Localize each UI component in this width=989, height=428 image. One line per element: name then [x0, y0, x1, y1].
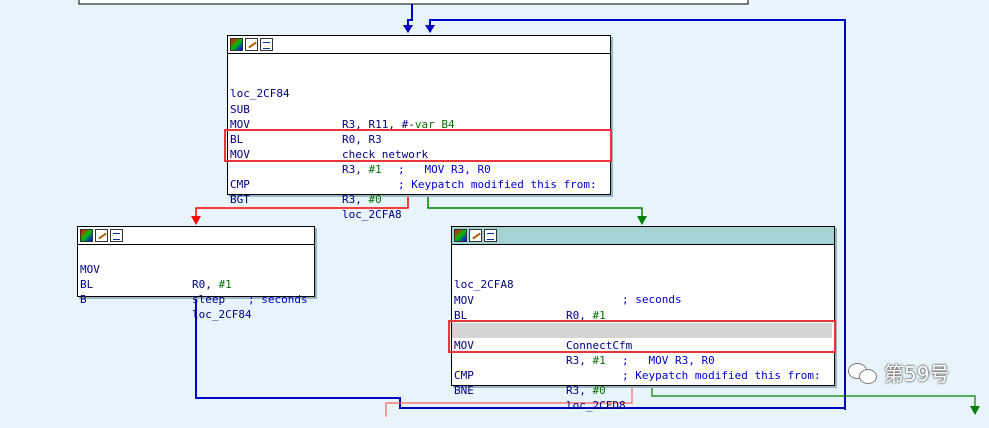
mnemonic: MOV: [454, 339, 474, 352]
edge-false-arrow: [191, 216, 201, 225]
mnemonic: BL: [454, 309, 468, 322]
node-collapse-icon[interactable]: [260, 38, 273, 51]
mnemonic: B: [80, 293, 87, 306]
asm-line[interactable]: BL sleep: [452, 293, 832, 337]
watermark: 第59号: [848, 358, 949, 387]
asm-line[interactable]: MOV R0, R3: [228, 102, 608, 146]
code-block-loc-2cf84[interactable]: loc_2CF84 SUB R3, R11, #-var_B4 MOV R0, …: [224, 35, 612, 221]
function-ref[interactable]: sleep: [192, 293, 226, 306]
asm-line[interactable]: MOV R0, #1 ; seconds: [78, 247, 312, 306]
mnemonic: SUB: [230, 103, 250, 116]
asm-line-patched[interactable]: MOV R3, #1 ; Keypatch modified this from…: [452, 323, 832, 382]
edge-right-true-arrow: [970, 406, 980, 415]
wechat-logo-icon: [848, 361, 878, 385]
asm-line[interactable]: SUB R3, R11, #-var_B4: [228, 87, 608, 131]
current-line-highlight: [452, 323, 832, 338]
upper-block-stub: [78, 0, 749, 5]
branch-target[interactable]: loc_2CFD8: [566, 399, 626, 412]
edge-entry-arrow: [403, 25, 413, 33]
code-block-loc-2cfa8[interactable]: loc_2CFA8 ; seconds MOV R0, #1 BL sleep …: [448, 226, 836, 412]
mnemonic: BNE: [454, 384, 474, 397]
operands: R3, R11, #-var_B4: [342, 118, 455, 131]
mnemonic: MOV: [454, 294, 474, 307]
code-block-sleep-loop[interactable]: MOV R0, #1 ; seconds BL sleep B loc_2CF8…: [77, 226, 315, 321]
block-titlebar: [78, 227, 314, 245]
asm-line[interactable]: CMP R3, #0: [452, 353, 832, 397]
mnemonic: MOV: [230, 148, 250, 161]
graph-edges: [78, 0, 980, 417]
operands: R0, R3: [342, 133, 382, 146]
mnemonic: MOV: [230, 118, 250, 131]
watermark-text: 第59号: [884, 362, 950, 386]
block-label[interactable]: loc_2CF84: [228, 71, 608, 100]
node-rename-icon[interactable]: [245, 38, 258, 51]
asm-line[interactable]: BGT loc_2CFA8: [228, 177, 608, 221]
node-collapse-icon[interactable]: [484, 229, 497, 242]
asm-line-patched[interactable]: MOV R3, #1 ; Keypatch modified this from…: [228, 132, 608, 191]
block-titlebar: [228, 36, 610, 54]
mnemonic: CMP: [230, 178, 250, 191]
block-titlebar-selected: [452, 227, 834, 245]
function-ref[interactable]: check_network: [342, 148, 429, 161]
node-rename-icon[interactable]: [469, 229, 482, 242]
edge-left-jump: [195, 296, 845, 409]
edge-right-false: [385, 385, 633, 417]
mnemonic: BL: [80, 278, 94, 291]
original-instruction-comment: ; MOV R3, R0: [622, 354, 715, 367]
asm-line[interactable]: BL check_network: [228, 117, 608, 161]
mnemonic: BGT: [230, 193, 250, 206]
operands: R0, #1: [566, 309, 606, 322]
label-text[interactable]: loc_2CF84: [230, 87, 290, 100]
branch-target[interactable]: loc_2CF84: [192, 308, 252, 321]
asm-line-comment[interactable]: ; MOV R3, R0: [228, 147, 608, 176]
comment: ; seconds: [248, 293, 308, 306]
operands: R3, #1: [566, 354, 606, 367]
asm-line[interactable]: MOV R0, #1: [452, 278, 832, 322]
operands: R3, #0: [566, 384, 606, 397]
operands: R3, #1: [342, 163, 382, 176]
patch-comment: ; Keypatch modified this from:: [622, 369, 821, 382]
node-color-icon[interactable]: [230, 38, 243, 51]
node-collapse-icon[interactable]: [110, 229, 123, 242]
comment: ; seconds: [622, 293, 682, 306]
patched-instruction-highlight: [448, 320, 836, 353]
edge-loop-back-arrow: [425, 25, 435, 33]
patch-comment: ; Keypatch modified this from:: [398, 178, 597, 191]
edge-false: [195, 195, 409, 222]
asm-line-comment[interactable]: ; MOV R3, R0: [452, 338, 832, 367]
node-color-icon[interactable]: [80, 229, 93, 242]
patched-instruction-highlight: [224, 129, 612, 162]
node-rename-icon[interactable]: [95, 229, 108, 242]
edge-right-true: [651, 385, 976, 410]
operands: R3, #0: [342, 193, 382, 206]
edge-true-arrow: [637, 216, 647, 225]
edge-true: [427, 195, 643, 222]
asm-line[interactable]: CMP R3, #0: [228, 162, 608, 206]
operands: R0, #1: [192, 278, 232, 291]
original-instruction-comment: ; MOV R3, R0: [398, 163, 491, 176]
block-label[interactable]: loc_2CFA8 ; seconds: [452, 262, 832, 306]
branch-target[interactable]: loc_2CFA8: [342, 208, 402, 221]
asm-line[interactable]: BNE loc_2CFD8: [452, 368, 832, 412]
label-text[interactable]: loc_2CFA8: [454, 278, 514, 291]
asm-line[interactable]: B loc_2CF84: [78, 277, 312, 321]
asm-line[interactable]: BL sleep: [78, 262, 312, 306]
node-color-icon[interactable]: [454, 229, 467, 242]
function-ref[interactable]: ConnectCfm: [566, 339, 633, 352]
mnemonic: CMP: [454, 369, 474, 382]
mnemonic: MOV: [80, 263, 100, 276]
mnemonic: BL: [230, 133, 244, 146]
